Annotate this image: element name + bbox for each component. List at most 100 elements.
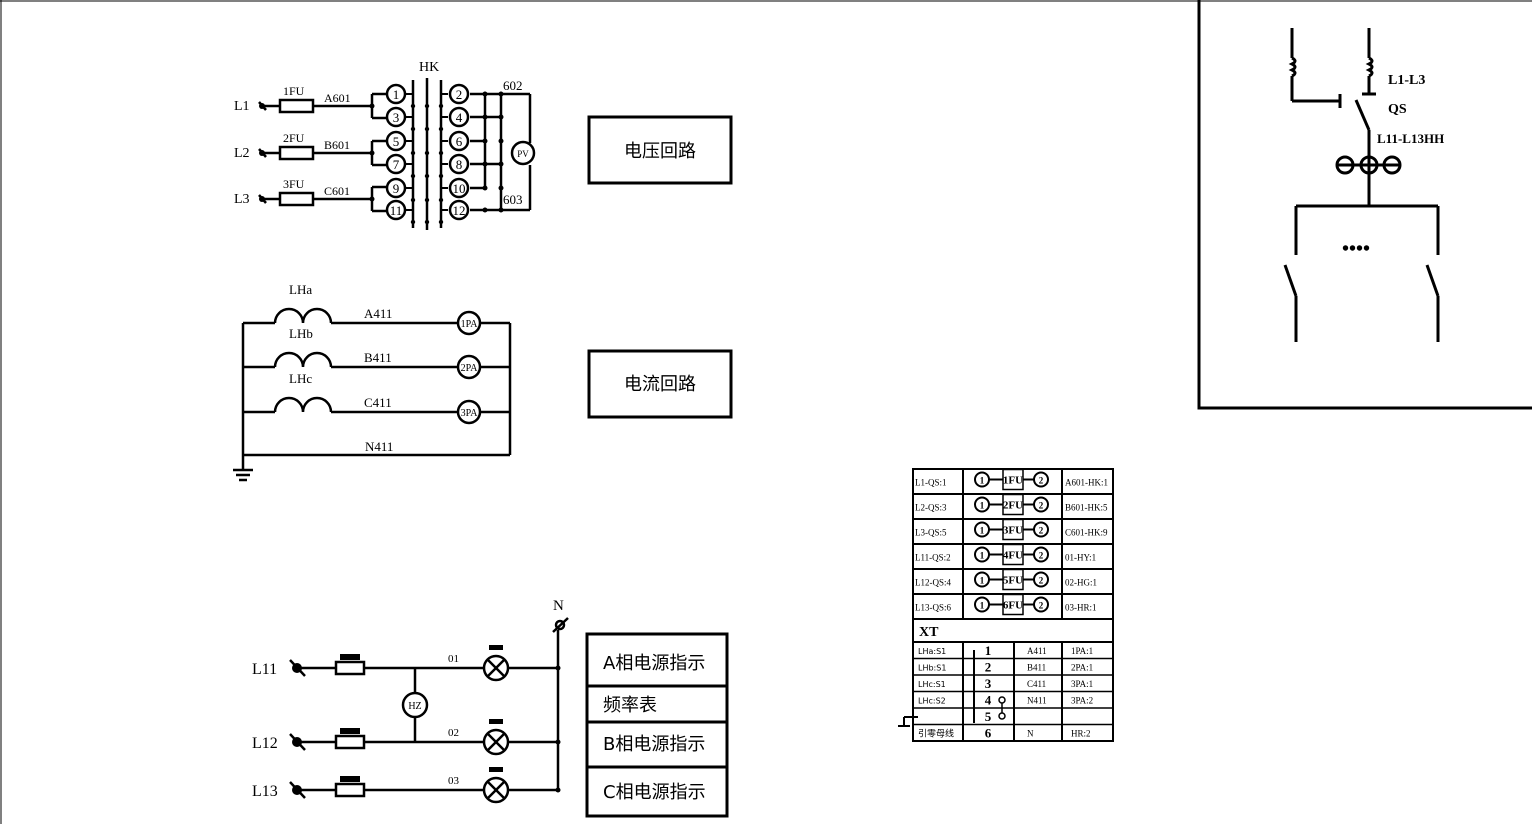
xt-row-mid-6: N bbox=[1027, 729, 1034, 739]
xt-row-num-4: 4 bbox=[985, 693, 992, 708]
indicator-lamp-tag-3 bbox=[489, 767, 503, 772]
pv-meter bbox=[510, 140, 536, 166]
indicator-fuse-3 bbox=[334, 782, 366, 798]
xt-row-left-2: LHb:S1 bbox=[918, 664, 946, 673]
hk-contact-dot bbox=[410, 103, 416, 109]
xt-link-dot-top bbox=[998, 696, 1006, 704]
terminal-row-left-5: L12-QS:4 bbox=[915, 578, 952, 588]
xt-link-dot-bottom bbox=[998, 712, 1006, 720]
indicator-fuse-tag-1 bbox=[340, 654, 360, 660]
fuse-label-3: 3FU bbox=[283, 177, 305, 191]
terminal-pin-a-label-5: 1 bbox=[980, 576, 985, 586]
ct-label-LHb: LHb bbox=[289, 326, 313, 341]
terminal-pin-a-label-6: 1 bbox=[980, 601, 985, 611]
hz-meter-label: HZ bbox=[408, 701, 421, 712]
terminal-pin-a-label-1: 1 bbox=[980, 476, 985, 486]
terminal-pin-b-label-4: 2 bbox=[1039, 551, 1044, 561]
ct-label-LHc: LHc bbox=[289, 371, 312, 386]
terminal-pin-a-label-4: 1 bbox=[980, 551, 985, 561]
hk-terminal-8 bbox=[448, 153, 470, 175]
hz-meter bbox=[401, 691, 429, 719]
terminal-fuse-label-5FU: 5FU bbox=[1003, 575, 1023, 587]
indicator-wire-03: 03 bbox=[448, 775, 460, 787]
voltage-loop-box bbox=[587, 115, 733, 185]
meters-label: L11-L13HH bbox=[1377, 131, 1444, 146]
indicator-line-label-L12: L12 bbox=[252, 735, 278, 752]
hk-terminal-label-7: 7 bbox=[393, 157, 400, 172]
terminal-row-right-2: B601-HK:5 bbox=[1065, 503, 1108, 513]
hk-contact-dot bbox=[410, 150, 416, 156]
xt-row-num-3: 3 bbox=[985, 676, 992, 691]
terminal-fuse-label-6FU: 6FU bbox=[1003, 600, 1023, 612]
hk-terminal-7 bbox=[385, 153, 407, 175]
hk-terminal-12 bbox=[448, 199, 470, 221]
indicator-fuse-2 bbox=[334, 734, 366, 750]
indicator-wire-01: 01 bbox=[448, 653, 459, 665]
ct-coil-LHb bbox=[273, 351, 333, 368]
indicator-label-table bbox=[585, 632, 729, 818]
node-dot bbox=[482, 114, 488, 120]
xt-row-mid-2: B411 bbox=[1027, 663, 1046, 673]
terminal-pin-a-label-3: 1 bbox=[980, 526, 985, 536]
terminal-row-right-4: 01-HY:1 bbox=[1065, 553, 1096, 563]
hk-terminal-3 bbox=[385, 106, 407, 128]
xt-row-num-5: 5 bbox=[985, 709, 992, 724]
indicator-line-label-L13: L13 bbox=[252, 783, 278, 800]
hk-contact-dot bbox=[410, 126, 416, 132]
ct-coil-LHc bbox=[273, 396, 333, 413]
node-dot bbox=[482, 138, 488, 144]
hk-terminal-11 bbox=[385, 199, 407, 221]
indicator-lamp-tag-2 bbox=[489, 719, 503, 724]
n411-label: N411 bbox=[365, 439, 393, 454]
voltage-line-label-3: L3 bbox=[234, 192, 250, 207]
fuse-2FU bbox=[278, 145, 315, 161]
voltage-line-label-2: L2 bbox=[234, 146, 250, 161]
neutral-label: N bbox=[553, 598, 564, 614]
indicator-node-1 bbox=[555, 665, 561, 671]
hk-terminal-5 bbox=[385, 130, 407, 152]
terminal-fuse-label-3FU: 3FU bbox=[1003, 525, 1023, 537]
fuse-label-1: 1FU bbox=[283, 84, 305, 98]
hk-terminal-1 bbox=[385, 83, 407, 105]
node-dot bbox=[498, 138, 504, 144]
junction-1 bbox=[369, 103, 375, 109]
hk-contact-dot bbox=[410, 173, 416, 179]
xt-row-num-6: 6 bbox=[985, 726, 992, 741]
node-dot bbox=[482, 185, 488, 191]
xt-row-mid-1: A411 bbox=[1027, 646, 1047, 656]
node-dot bbox=[498, 161, 504, 167]
label-c-phase: C相电源指示 bbox=[603, 782, 706, 803]
ct-label-LHa: LHa bbox=[289, 282, 312, 297]
terminal-pin-b-label-6: 2 bbox=[1039, 601, 1044, 611]
node-dot bbox=[482, 207, 488, 213]
breaker-label: L1-L3 bbox=[1388, 73, 1425, 88]
hk-terminal-9 bbox=[385, 177, 407, 199]
terminal-row-left-4: L11-QS:2 bbox=[915, 553, 951, 563]
pv-meter-label: PV bbox=[517, 149, 529, 159]
terminal-fuse-6FU bbox=[1002, 593, 1024, 616]
terminal-row-left-1: L1-QS:1 bbox=[915, 478, 947, 488]
indicator-fuse-tag-3 bbox=[340, 776, 360, 782]
hk-contact-dot bbox=[424, 150, 430, 156]
hk-terminal-10 bbox=[448, 177, 470, 199]
terminal-row-right-1: A601-HK:1 bbox=[1065, 478, 1108, 488]
terminal-fuse-label-2FU: 2FU bbox=[1003, 500, 1023, 512]
node-dot bbox=[482, 91, 488, 97]
terminal-fuse-4FU bbox=[1002, 543, 1024, 566]
indicator-lamp-tag-1 bbox=[489, 645, 503, 650]
terminal-fuse-3FU bbox=[1002, 518, 1024, 541]
hk-terminal-label-10: 10 bbox=[453, 181, 466, 196]
junction-3 bbox=[369, 196, 375, 202]
ammeter-label-2PA: 2PA bbox=[461, 363, 479, 374]
terminal-fuse-label-4FU: 4FU bbox=[1003, 550, 1023, 562]
terminal-pin-b-label-1: 2 bbox=[1039, 476, 1044, 486]
hk-contact-dot bbox=[438, 197, 444, 203]
terminal-row-right-5: 02-HG:1 bbox=[1065, 578, 1097, 588]
wire-label-B601: B601 bbox=[324, 138, 350, 152]
hk-contact-dot bbox=[424, 173, 430, 179]
terminal-row-right-3: C601-HK:9 bbox=[1065, 528, 1108, 538]
